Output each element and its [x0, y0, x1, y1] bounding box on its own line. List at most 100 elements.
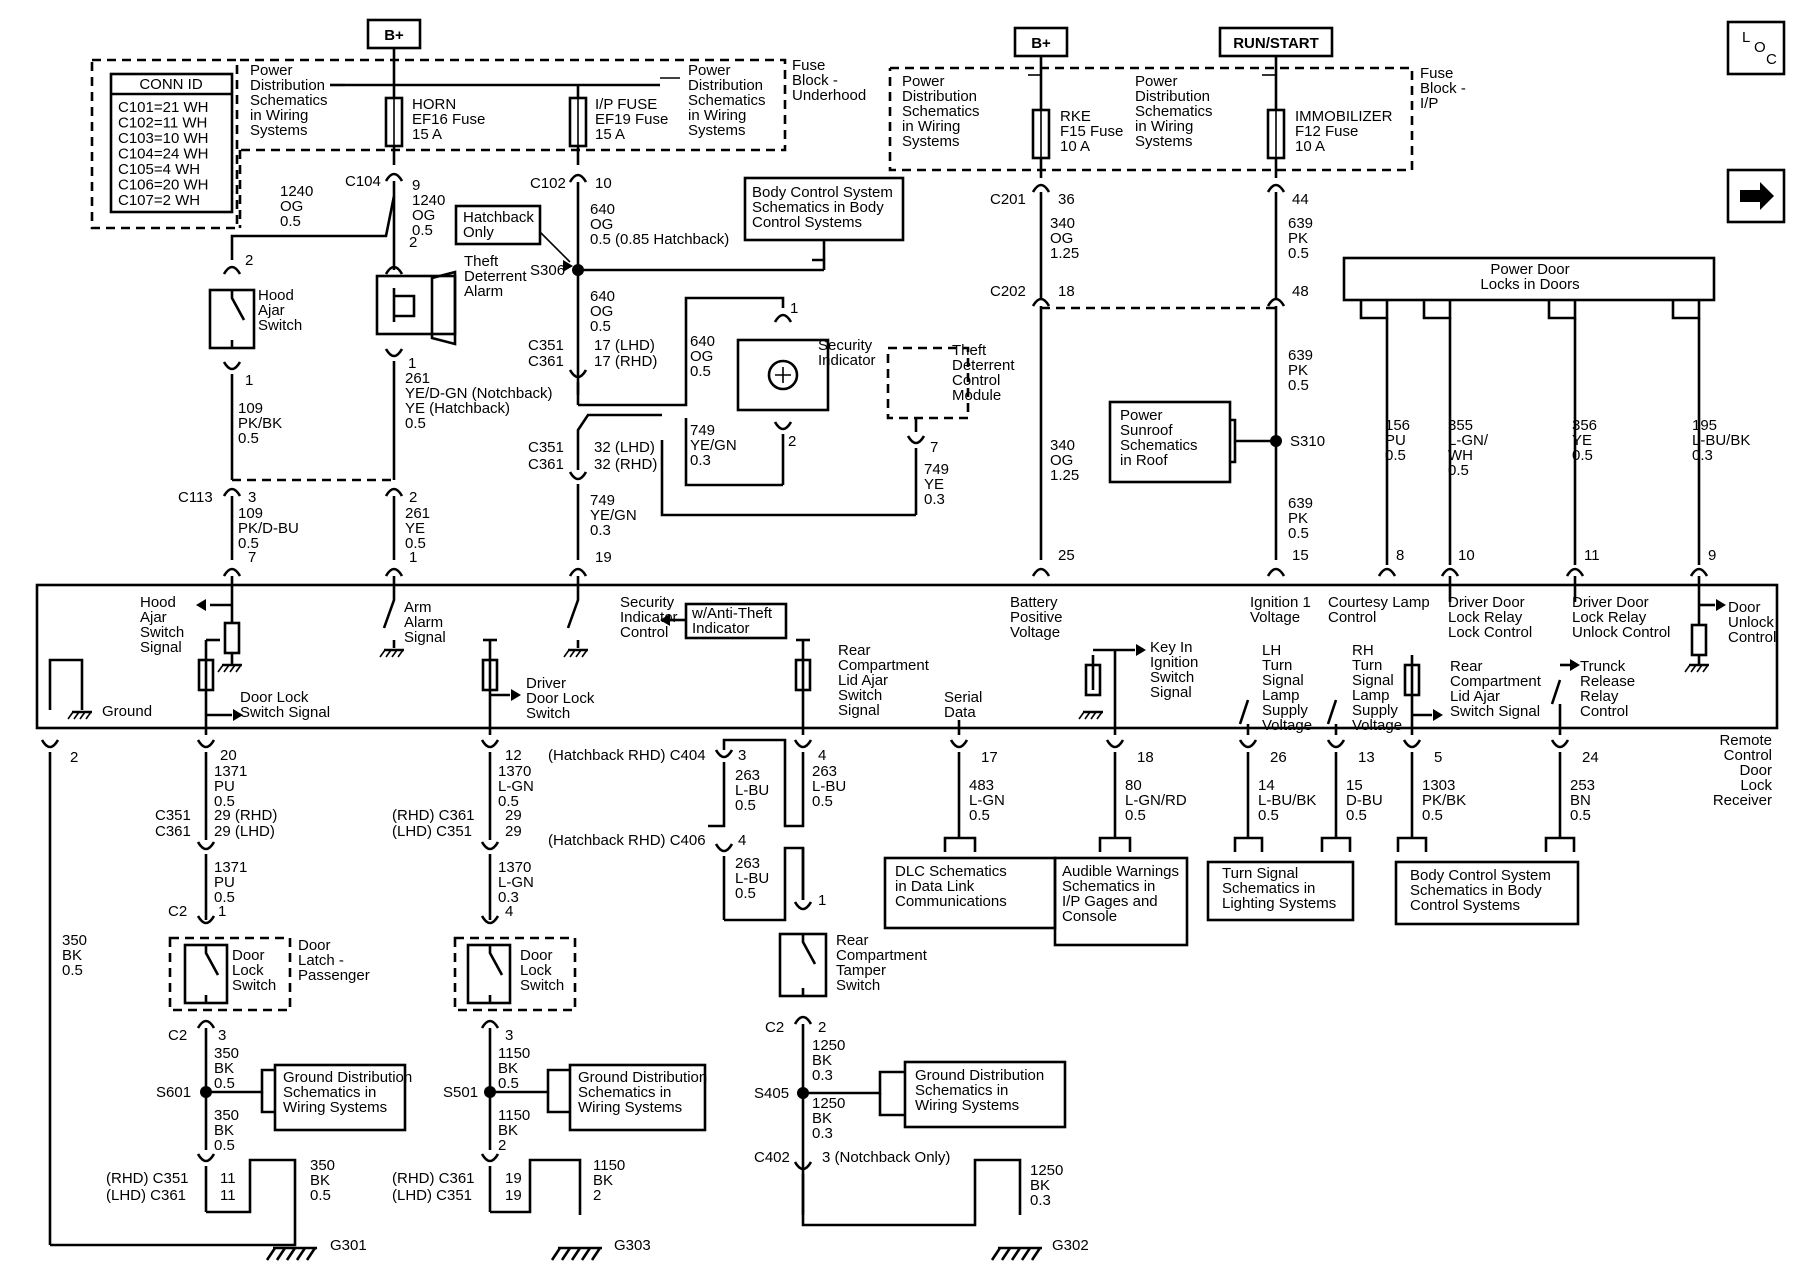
anti-theft-label: Indicator: [692, 620, 750, 637]
wire-639-c: 639: [1288, 495, 1313, 512]
wire-1150-a: 1150: [498, 1045, 530, 1062]
power-dist-ref-4: in Wiring: [1135, 118, 1193, 135]
rcdlr-pin-arc: [1402, 739, 1422, 749]
sunroof-ref-text: in Roof: [1120, 452, 1168, 469]
ground-hatch: [1084, 711, 1091, 720]
rcdlr-pin-arc: [1565, 567, 1585, 577]
power-dist-ref-2: Distribution: [688, 77, 763, 94]
audible-ref-text: Console: [1062, 908, 1117, 925]
lh-turn-label: Voltage: [1262, 717, 1312, 734]
hood-ajar-label: Ajar: [258, 302, 285, 319]
wire-340-a: 340: [1050, 215, 1075, 232]
c361-label-2: C361: [528, 456, 564, 473]
g301-label: G301: [330, 1237, 367, 1254]
c2-arc: [196, 915, 216, 925]
c202-arc: [1266, 297, 1286, 307]
power-door-locks-label: Locks in Doors: [1480, 276, 1579, 293]
c361-rhd-label-2: (RHD) C361: [392, 1170, 475, 1187]
sunroof-ref-text: Power: [1120, 407, 1163, 424]
power-dist-ref-1: in Wiring: [250, 107, 308, 124]
wire: [50, 1215, 297, 1247]
rcdlr-pin-arc: [1105, 739, 1125, 749]
wire-1371-a: 1371: [214, 763, 247, 780]
ground-hatch: [1010, 1247, 1022, 1261]
fuse-block-ip-label: Block -: [1420, 80, 1466, 97]
ground-ref-text-2: Schematics in: [578, 1084, 671, 1101]
pin-label: 2: [409, 234, 417, 251]
wire-label: 0.5: [1346, 807, 1367, 824]
theft-alarm-label: Alarm: [464, 283, 503, 300]
pin-label: 19: [505, 1170, 522, 1187]
ground-hatch: [563, 649, 570, 658]
g303-label: G303: [614, 1237, 651, 1254]
conn-id-frame: [90, 58, 239, 230]
key-in-label: Key In: [1150, 639, 1193, 656]
pin-label: 3: [248, 489, 256, 506]
fuse-block-underhood-label: Underhood: [792, 87, 866, 104]
pin-label: 1: [818, 892, 826, 909]
tamper-arc: [793, 901, 813, 911]
wire-1150-a: BK: [498, 1060, 518, 1077]
sunroof-ref-text: Schematics: [1120, 437, 1198, 454]
wire-340-b: 1.25: [1050, 467, 1079, 484]
hood-signal-label: Hood: [140, 594, 176, 611]
ground-hatch: [285, 1247, 297, 1261]
c402-label: C402: [754, 1149, 790, 1166]
pin-label: 1: [790, 300, 798, 317]
wire-109-a: 109: [238, 400, 263, 417]
pin-label: 2: [818, 1019, 826, 1036]
key-in-label: Signal: [1150, 684, 1192, 701]
security-led-icon: [767, 359, 799, 391]
power-dist-ref-3: Schematics: [902, 103, 980, 120]
wire-1150-b: BK: [498, 1122, 518, 1139]
door-latch-frame: [168, 936, 292, 1012]
rcdlr-pin-arc: [1031, 567, 1051, 577]
power-dist-ref-2: Schematics: [688, 92, 766, 109]
c351-arc: [568, 369, 588, 379]
security-indicator-label: Security: [818, 337, 873, 354]
ground-hatch: [217, 664, 224, 673]
conn-id-row: C101=21 WH: [118, 99, 208, 116]
anti-theft-label: w/Anti-Theft: [691, 605, 773, 622]
c351-arc-4: [196, 1153, 216, 1163]
wire-639-a: 0.5: [1288, 245, 1309, 262]
pin-label: 20: [220, 747, 237, 764]
c402-arc: [793, 1161, 813, 1171]
ground-hatch: [990, 1247, 1002, 1261]
wire-263-c: 263: [812, 763, 837, 780]
wire-263-c: 0.5: [812, 793, 833, 810]
c113-arc: [222, 487, 242, 497]
resistor-icon: [1690, 623, 1708, 657]
resistor-icon: [1403, 663, 1421, 697]
power-dist-ref-1: Distribution: [250, 77, 325, 94]
pin-label: 18: [1058, 283, 1075, 300]
wire: [206, 1068, 275, 1094]
serial-label: Data: [944, 704, 976, 721]
immo-fuse-label: IMMOBILIZER: [1295, 108, 1393, 125]
battery-label: Positive: [1010, 609, 1063, 626]
rcdlr-pin-arc: [222, 567, 242, 577]
wire-639-a: 639: [1288, 215, 1313, 232]
ground-hatch: [1702, 664, 1709, 673]
wire-109-b: PK/D-BU: [238, 520, 299, 537]
wire-640-b: OG: [590, 303, 613, 320]
c102-label: C102: [530, 175, 566, 192]
driver-unlock-label: Lock Relay: [1572, 609, 1647, 626]
arrow-right-icon: [1726, 168, 1786, 224]
pin-label: 17: [981, 749, 998, 766]
conn-id-row: C102=11 WH: [118, 115, 207, 132]
wire-label: 0.5: [1125, 807, 1146, 824]
sunroof-ref-box: [1108, 400, 1232, 484]
c102-arc: [568, 173, 588, 183]
wire-350-c: 0.5: [214, 1137, 235, 1154]
pin-label: 19: [595, 549, 612, 566]
ground-hatch: [575, 649, 582, 658]
hood-ajar-label: Hood: [258, 287, 294, 304]
power-dist-ref-4: Schematics: [1135, 103, 1213, 120]
wire-label: 0.5: [969, 807, 990, 824]
rear-lid2-label: Compartment: [1450, 673, 1542, 690]
s501-label: S501: [443, 1084, 478, 1101]
wire-749-b: YE/GN: [590, 507, 637, 524]
receiver-label: Receiver: [1713, 792, 1772, 809]
wire-263-b: L-BU: [735, 870, 769, 887]
